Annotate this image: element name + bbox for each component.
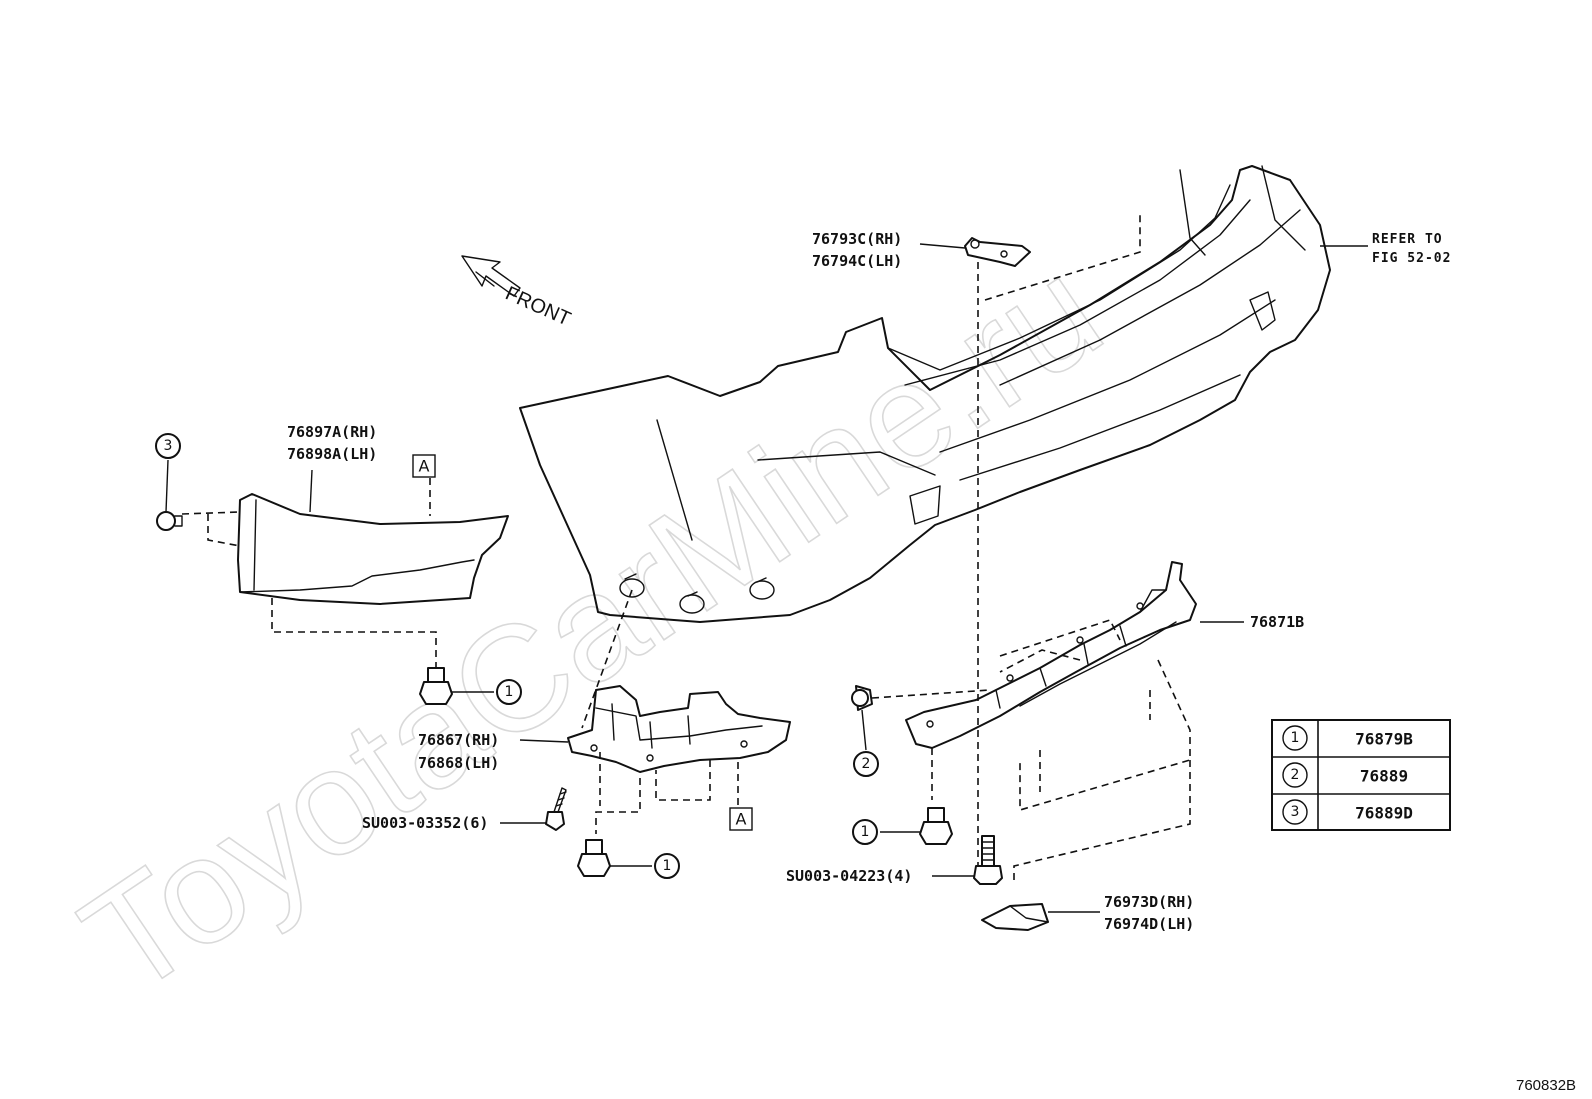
part-label-76974d: 76974D(LH) (1104, 915, 1194, 933)
part-label-76868: 76868(LH) (418, 754, 499, 772)
legend-row-2-circle (1282, 762, 1308, 788)
ref-box-a-bottom (729, 807, 753, 831)
legend-row-2-num: 2 (1291, 767, 1300, 783)
clip-3-icon (156, 511, 183, 531)
front-arrow-icon (461, 255, 521, 297)
part-label-76793c: 76793C(RH) (812, 230, 902, 248)
part-label-76898a: 76898A(LH) (287, 445, 377, 463)
refer-to-line2: FIG 52-02 (1372, 251, 1451, 266)
callout-1-circle-a (496, 679, 522, 705)
side-panel-leader (309, 469, 313, 513)
legend-row-1-part: 76879B (1355, 730, 1413, 749)
callout-1-label-a: 1 (505, 684, 514, 700)
part-label-su003-04223: SU003-04223(4) (786, 867, 912, 885)
part-label-76973d: 76973D(RH) (1104, 893, 1194, 911)
legend-table: 1 76879B 2 76889 3 76889D (1271, 719, 1451, 831)
legend-row-1-circle (1282, 725, 1308, 751)
callout-3-label: 3 (164, 438, 173, 454)
callout-1-label-b: 1 (663, 858, 672, 874)
callout-2-label: 2 (862, 756, 871, 772)
figure-number: 760832B (1516, 1077, 1576, 1094)
part-label-76897a: 76897A(RH) (287, 423, 377, 441)
part-label-76871b: 76871B (1250, 613, 1304, 631)
rear-bumper (519, 165, 1331, 623)
callout-1-circle-b (654, 853, 680, 879)
ref-box-a-top-label: A (419, 457, 430, 476)
callout-1-label-c: 1 (861, 824, 870, 840)
fastener-1c-icon (919, 807, 953, 845)
part-label-76867: 76867(RH) (418, 731, 499, 749)
side-panel-part (237, 493, 509, 605)
under-cover-part (905, 561, 1197, 749)
part-label-76794c: 76794C(LH) (812, 252, 902, 270)
clip-2-icon (851, 685, 873, 711)
front-label: FRONT (502, 282, 574, 330)
legend-row-3-part: 76889D (1355, 804, 1413, 823)
legend-row-3-num: 3 (1291, 804, 1300, 820)
callout-2-circle (853, 751, 879, 777)
screw-right-icon (973, 835, 1003, 885)
ref-box-a-top (412, 454, 436, 478)
part-label-su003-03352: SU003-03352(6) (362, 814, 488, 832)
refer-to-line1: REFER TO (1372, 232, 1443, 247)
legend-row-3-circle (1282, 799, 1308, 825)
fastener-1b-icon (577, 839, 611, 877)
callout-3-circle (155, 433, 181, 459)
legend-row-1-num: 1 (1291, 730, 1300, 746)
ref-box-a-bottom-label: A (736, 810, 747, 829)
watermark-text: ToyotaCarMine.ru (54, 225, 1129, 1026)
side-bracket-part (567, 685, 791, 773)
small-plate-part (981, 903, 1049, 931)
top-bracket-leader (919, 243, 966, 249)
legend-row-2-part: 76889 (1360, 767, 1408, 786)
callout-1-circle-c (852, 819, 878, 845)
fastener-1-icon (419, 667, 453, 705)
screw-left-icon (545, 787, 567, 831)
top-bracket-part (964, 237, 1031, 267)
